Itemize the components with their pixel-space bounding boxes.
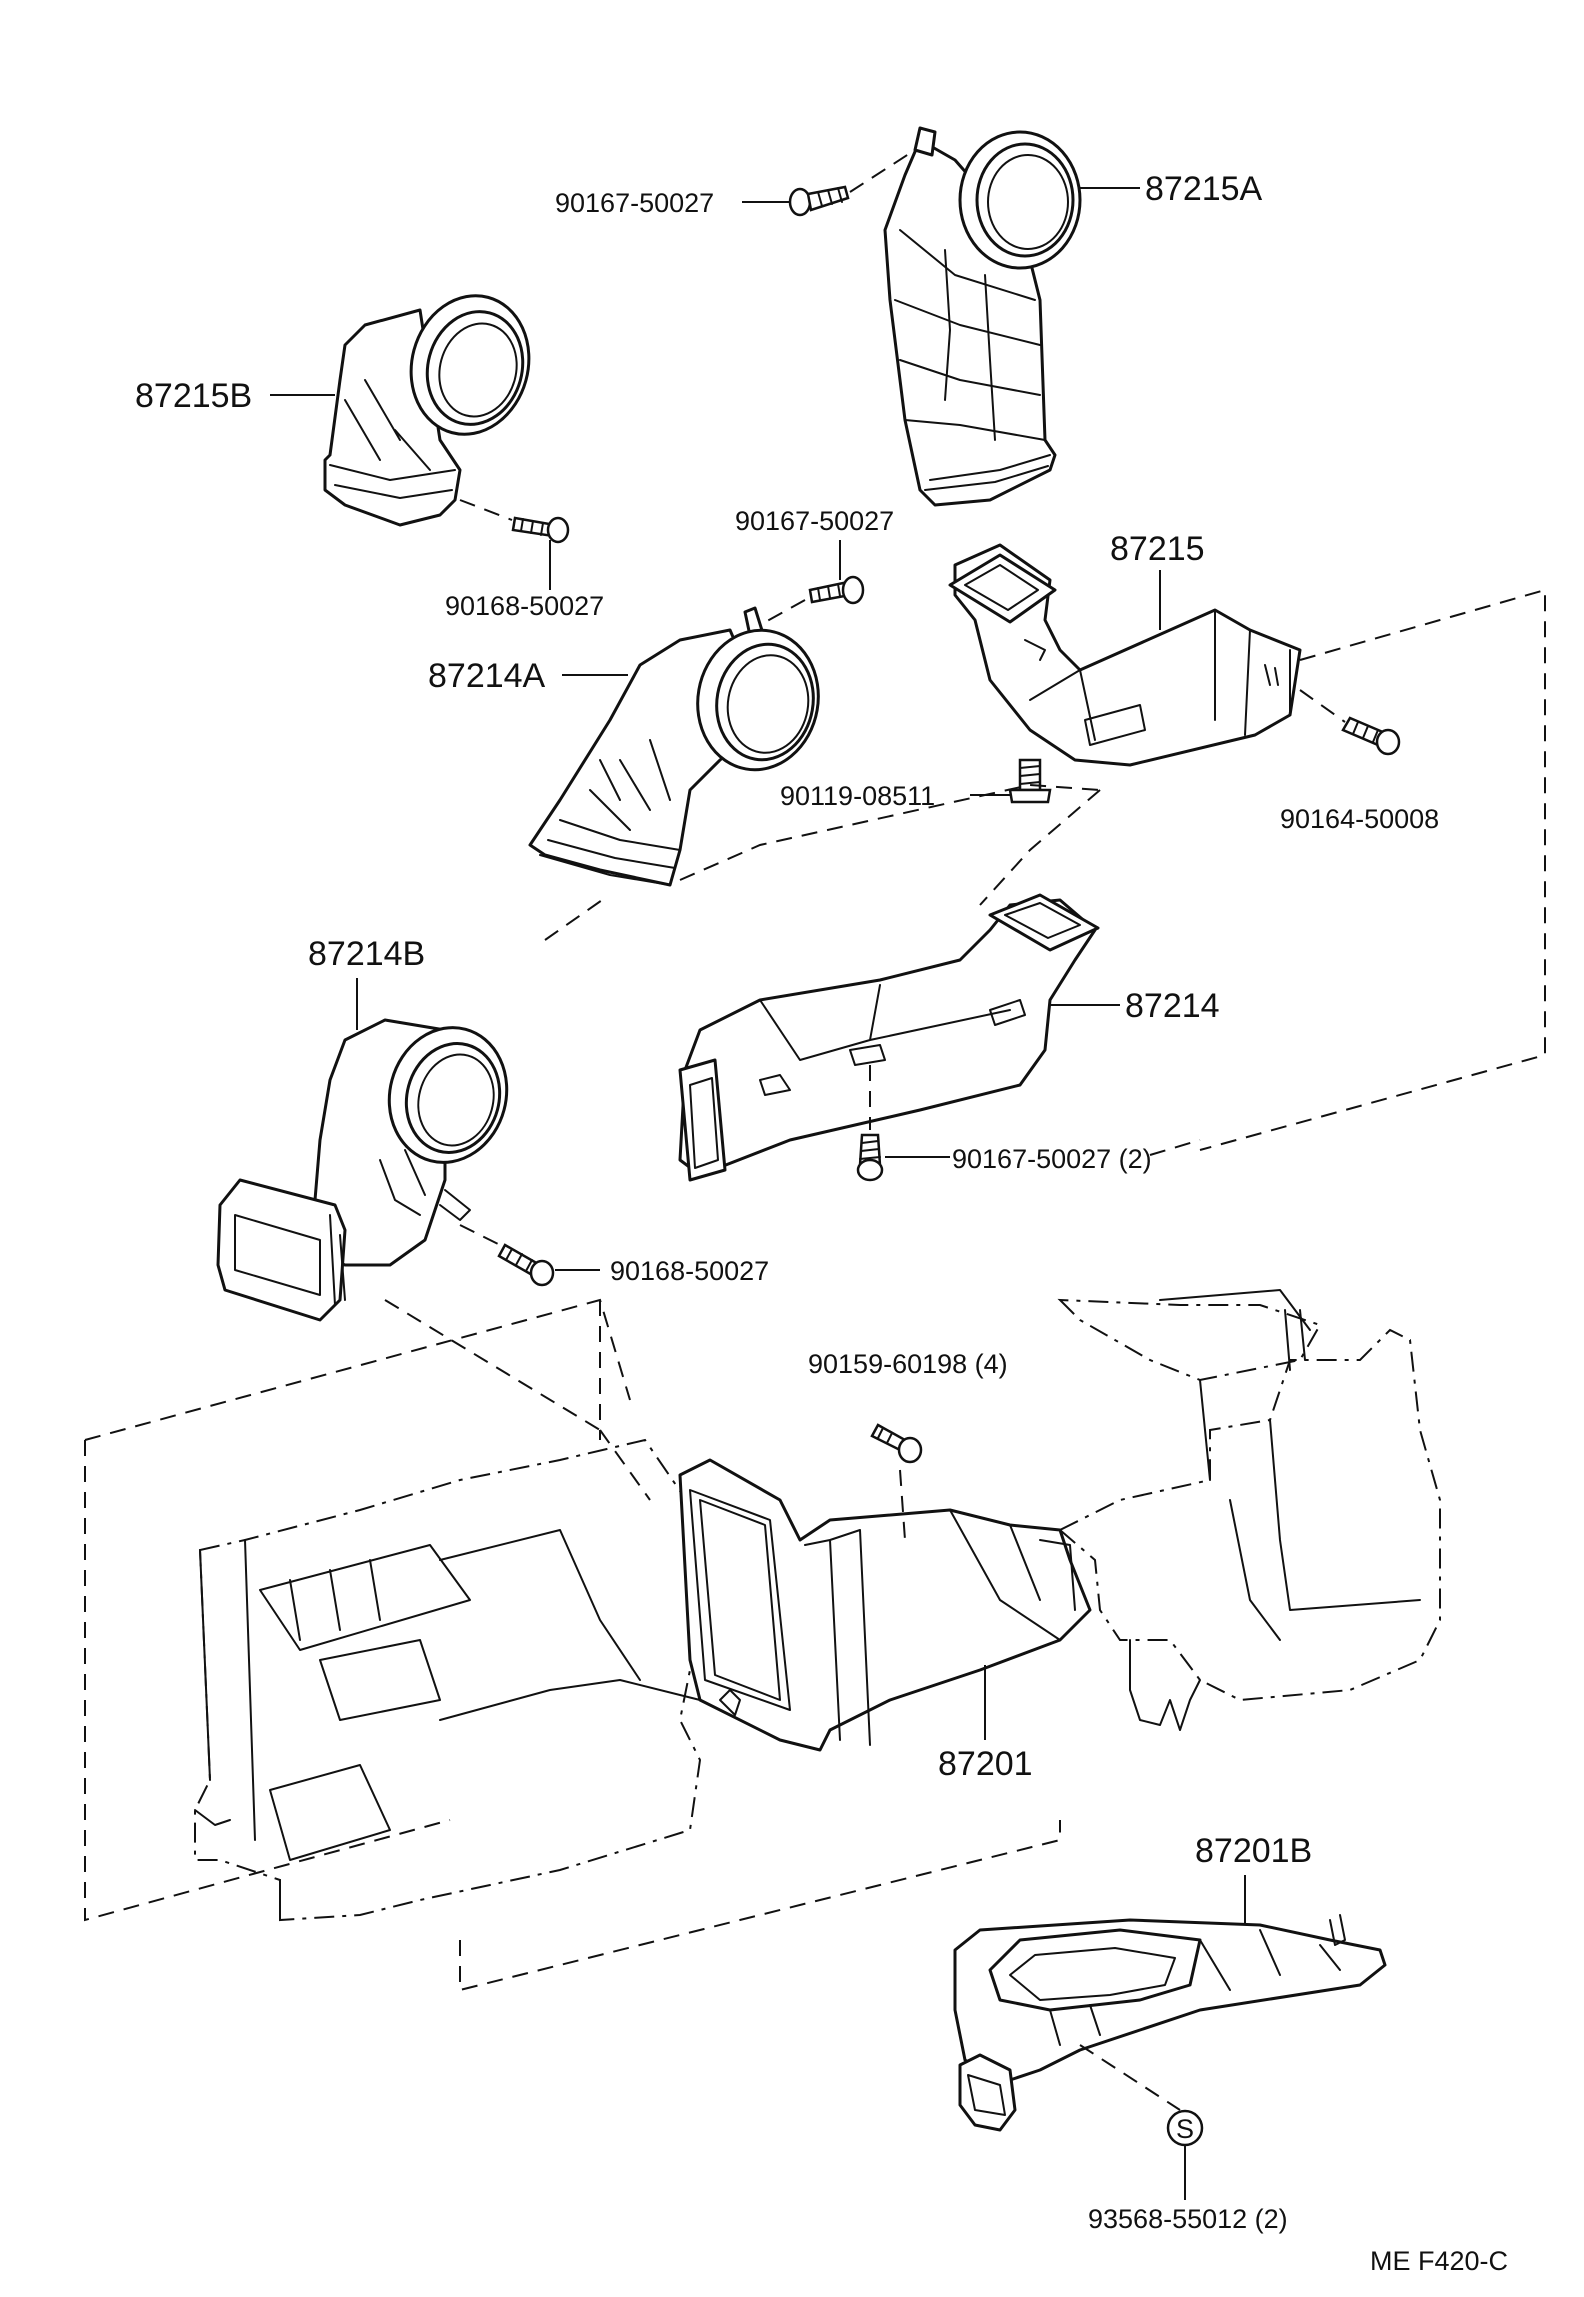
label-90167-50027-2: 90167-50027 (2) <box>952 1144 1152 1174</box>
label-90168-50027-top: 90168-50027 <box>445 591 604 621</box>
screw-90167-50027-top <box>788 185 850 217</box>
part-87215-duct <box>948 543 1302 767</box>
figure-code: ME F420-C <box>1370 2246 1508 2276</box>
label-90167-50027-top: 90167-50027 <box>555 188 714 218</box>
part-87214-duct <box>678 893 1100 1182</box>
screw-90168-50027-top <box>511 516 570 544</box>
part-87214B-elbow <box>216 1018 509 1322</box>
label-87201: 87201 <box>938 1745 1033 1783</box>
part-87215B-elbow <box>323 294 531 527</box>
label-90168-50027-lower: 90168-50027 <box>610 1256 769 1286</box>
s-symbol-label: S <box>1176 2114 1194 2144</box>
label-90119-08511: 90119-08511 <box>780 781 935 811</box>
screw-90167-50027-lower <box>856 1133 884 1182</box>
label-87214B: 87214B <box>308 935 425 973</box>
heater-unit-assembly <box>194 1289 1441 1922</box>
label-87201B: 87201B <box>1195 1832 1312 1870</box>
screw-90168-50027-lower <box>497 1243 555 1287</box>
screw-90164-50008 <box>1341 716 1401 756</box>
label-90159-60198-4: 90159-60198 (4) <box>808 1349 1008 1379</box>
label-90164-50008: 90164-50008 <box>1280 804 1439 834</box>
part-87214A-duct <box>528 606 820 887</box>
label-87215B: 87215B <box>135 377 252 415</box>
label-87215: 87215 <box>1110 530 1205 568</box>
label-90167-50027-mid: 90167-50027 <box>735 506 894 536</box>
part-87201B-duct <box>953 1914 1387 2132</box>
label-87215A: 87215A <box>1145 170 1263 208</box>
part-87215A-duct <box>883 126 1082 507</box>
label-87214A: 87214A <box>428 657 546 695</box>
screw-90159-60198 <box>870 1423 923 1464</box>
label-87214: 87214 <box>1125 987 1220 1025</box>
label-93568-55012-2: 93568-55012 (2) <box>1088 2204 1288 2234</box>
clip-s-symbol: S <box>1166 2109 1204 2147</box>
bolt-90119-08511 <box>1008 758 1052 804</box>
screw-90167-50027-mid <box>808 575 865 605</box>
